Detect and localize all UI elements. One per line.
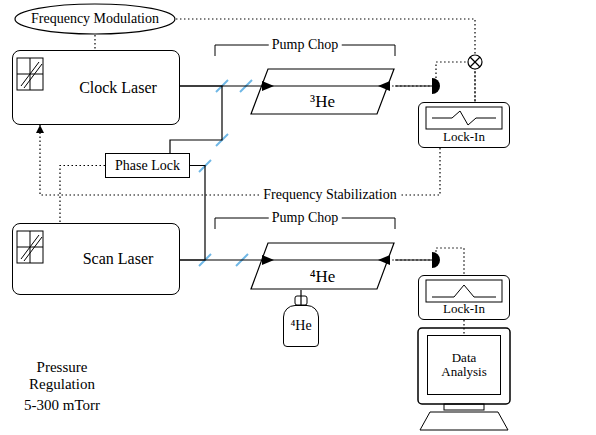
- peak-signal: [432, 285, 496, 297]
- edge-label: Frequency Stabilization: [260, 187, 399, 202]
- grating-line: [24, 237, 42, 261]
- ellipse-outline: [15, 4, 175, 34]
- mixer-cross: [470, 57, 480, 67]
- signal-line: [94, 35, 95, 50]
- node-text: ⁴He: [290, 318, 311, 333]
- node-text: Phase Lock: [115, 158, 180, 173]
- laser-beam: [262, 85, 388, 86]
- grating-icon: [17, 231, 43, 263]
- signal-line: [176, 19, 475, 102]
- signal-line: [388, 248, 464, 275]
- beam-line: [170, 86, 222, 153]
- mixer-cross: [470, 57, 480, 67]
- beam-splitters: [199, 80, 252, 266]
- cell-outline: [251, 69, 394, 114]
- vapor-cell: ³He: [250, 68, 395, 115]
- gas-bottle: ⁴He: [283, 305, 319, 347]
- signal-line: [388, 62, 475, 102]
- lockin-box: Lock-In: [418, 275, 510, 320]
- monitor-screen: Data Analysis: [427, 335, 501, 395]
- phase-lock-box: Phase Lock: [105, 153, 190, 178]
- node-text: Frequency Modulation: [31, 11, 159, 26]
- laser-box: Clock Laser: [12, 50, 180, 125]
- grating-frame: [17, 58, 43, 90]
- beam-arrowhead: [262, 81, 274, 91]
- note-label: 5-300 mTorr: [21, 397, 103, 414]
- node-text: ⁴He: [310, 268, 336, 287]
- laser-box: Scan Laser: [12, 223, 180, 295]
- beam-line: [300, 290, 301, 305]
- grating-line: [24, 64, 42, 88]
- node-text: Lock-In: [443, 130, 485, 144]
- cell-outline: [251, 243, 394, 289]
- vapor-cell: ⁴He: [250, 242, 395, 290]
- node-text: Clock Laser: [79, 79, 157, 97]
- node-text: ³He: [310, 93, 335, 112]
- node-text: Lock-In: [443, 302, 485, 316]
- mixer-symbol: [468, 55, 482, 69]
- note-label: Pressure Regulation: [9, 359, 115, 392]
- bracket-label: Pump Chop: [269, 37, 342, 52]
- beam-line: [180, 166, 205, 261]
- grating-frame: [17, 231, 43, 263]
- grating-line: [21, 62, 39, 86]
- signal-line: [40, 125, 440, 195]
- lockin-screen: [426, 107, 502, 129]
- bracket-label: Pump Chop: [269, 210, 342, 225]
- grating-line: [21, 235, 39, 259]
- signal-line: [463, 320, 464, 335]
- signal-line: [60, 166, 105, 224]
- beam-line: [180, 259, 261, 260]
- node-text: Data Analysis: [428, 351, 500, 380]
- grating-icon: [17, 58, 43, 90]
- modulation-ellipse: Frequency Modulation: [14, 3, 176, 35]
- lockin-screen: [426, 280, 502, 302]
- dispersive-signal: [432, 111, 496, 125]
- node-text: Scan Laser: [83, 250, 154, 268]
- laser-beam: [262, 259, 388, 260]
- beam-arrowhead: [262, 255, 274, 265]
- monitor-frame: [418, 328, 510, 404]
- monitor-stand: [444, 404, 484, 410]
- keyboard: [420, 412, 508, 430]
- lockin-box: Lock-In: [418, 102, 510, 148]
